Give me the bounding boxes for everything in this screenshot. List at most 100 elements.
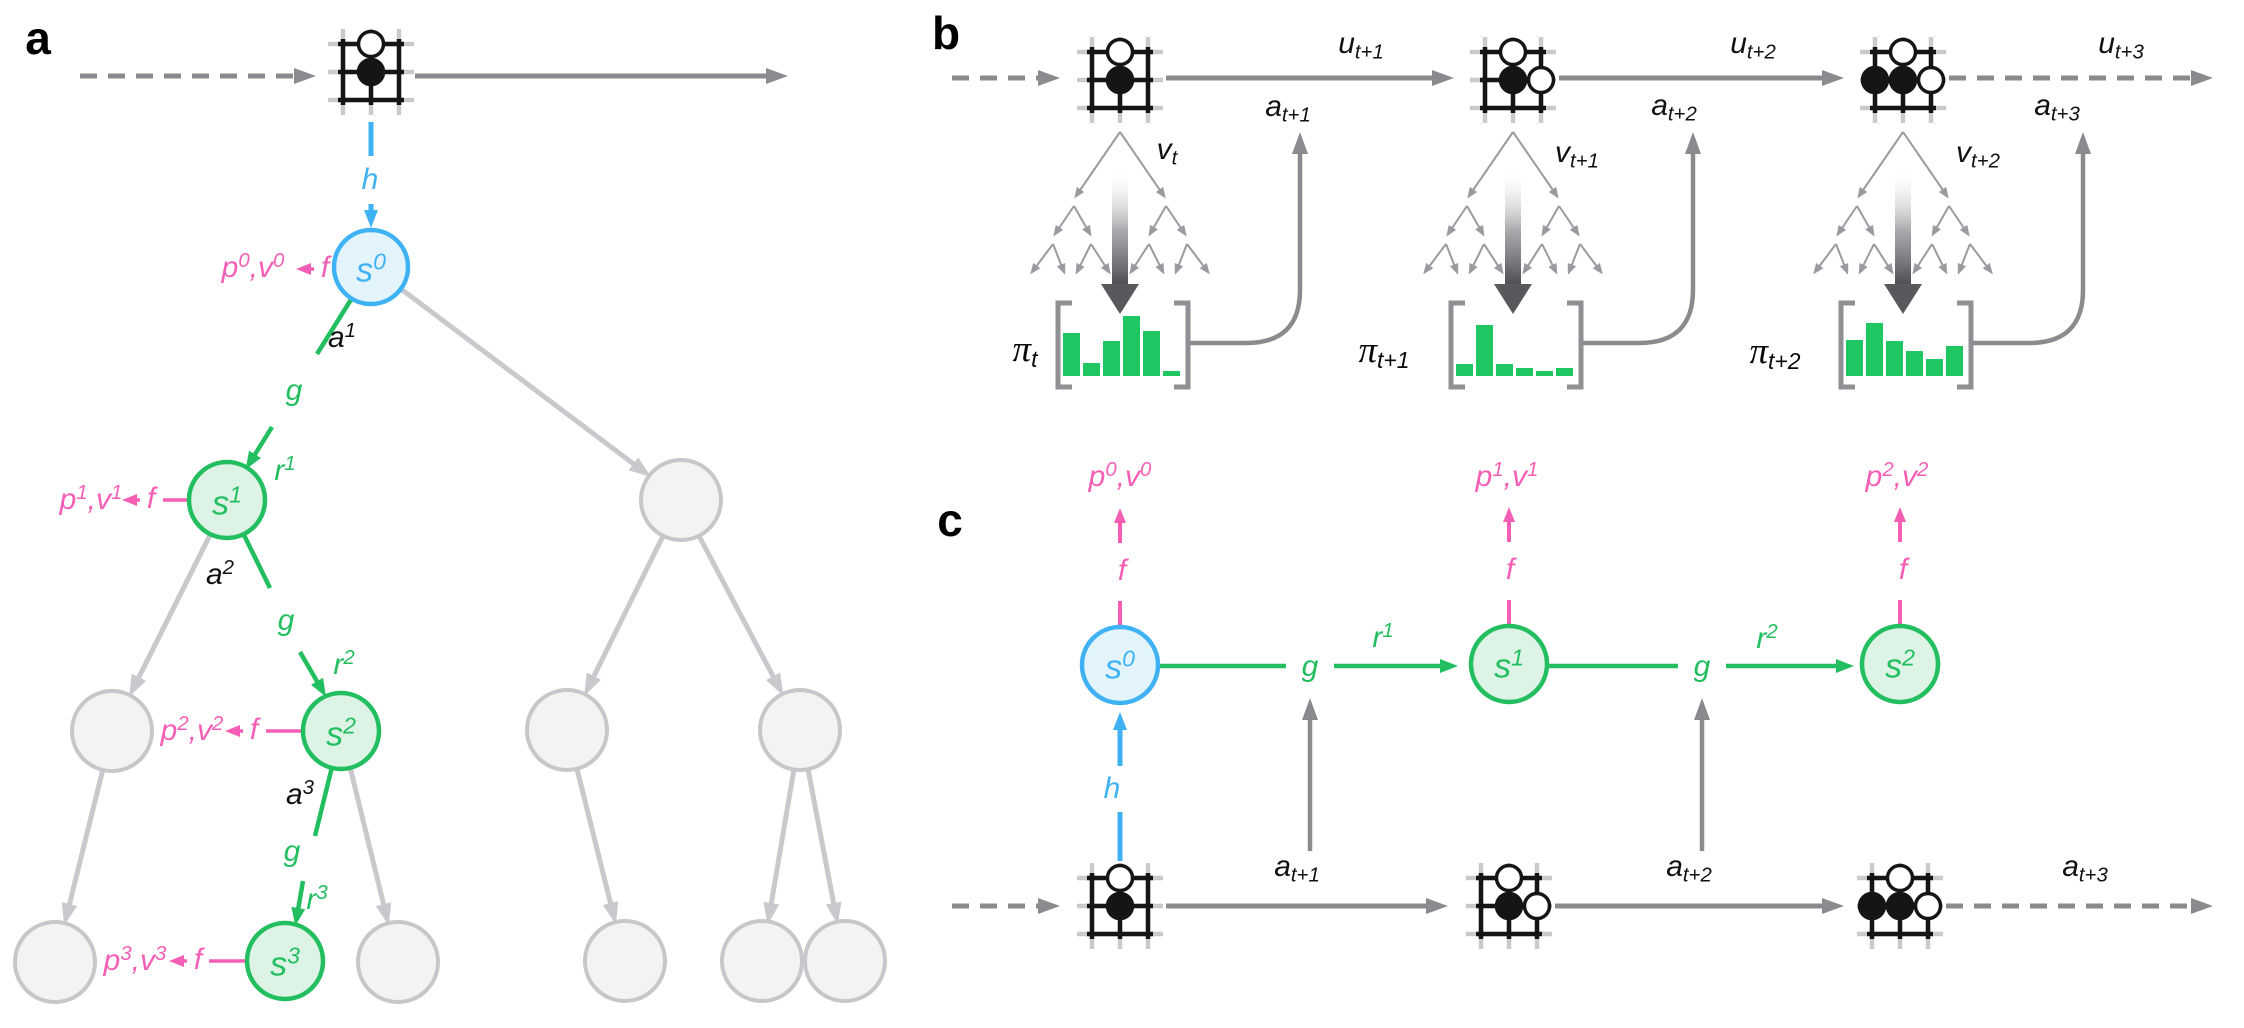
c-f-label-2: f xyxy=(1898,553,1908,586)
prediction-label-p3v3: p3,v3 xyxy=(103,942,167,978)
c-s1-label: s1 xyxy=(1494,644,1524,686)
node-c-s1 xyxy=(1468,623,1550,705)
action-label-b-at3: at+3 xyxy=(2034,88,2080,126)
value-label-vt2: vt+2 xyxy=(1956,135,2000,173)
panel-b-letter: b xyxy=(931,7,961,59)
s0-label: s0 xyxy=(356,248,386,290)
unexplored-node xyxy=(639,458,723,542)
value-label-vt: vt xyxy=(1156,132,1178,170)
policy-bars-2 xyxy=(1456,325,1573,376)
policy-bars-1 xyxy=(1063,316,1180,376)
c-s2-label: s2 xyxy=(1885,644,1915,686)
c-action-label-at1: at+1 xyxy=(1274,849,1320,887)
reward-label-r1: r1 xyxy=(274,452,296,488)
panel-c-f-arrows xyxy=(1114,507,1906,627)
prediction-label-p2v2: p2,v2 xyxy=(160,712,224,748)
policy-label-pit2: πt+2 xyxy=(1749,330,1801,375)
unexplored-node xyxy=(803,919,887,1003)
go-board-c2 xyxy=(1466,863,1552,949)
unexplored-node xyxy=(758,688,842,772)
c-prediction-label-p0v0: p0,v0 xyxy=(1088,458,1152,494)
unexplored-node xyxy=(356,920,440,1004)
action-label-b-at2: at+2 xyxy=(1651,88,1697,126)
edge-s2-s3-upper xyxy=(312,766,335,837)
g-function-label-2: g xyxy=(277,604,295,637)
edge-s0-s1-upper xyxy=(315,296,354,356)
f-function-label-1: f xyxy=(146,482,156,515)
unexplored-node xyxy=(720,919,804,1003)
panel-c-action-arrows xyxy=(1302,698,1710,851)
value-label-vt1: vt+1 xyxy=(1555,135,1599,173)
go-board-b3 xyxy=(1860,37,1946,123)
panel-c-letter: c xyxy=(937,494,963,546)
c-prediction-label-p2v2: p2,v2 xyxy=(1865,458,1929,494)
reward-label-r2: r2 xyxy=(333,646,355,682)
node-s3 xyxy=(244,920,326,1002)
edge-s1-s2-arrow xyxy=(298,650,327,697)
env-reward-label-u3: ut+3 xyxy=(2098,26,2144,64)
mcts-sketch-1 xyxy=(1030,131,1210,390)
g-function-label-1: g xyxy=(285,374,303,407)
node-s2 xyxy=(300,690,382,772)
panel-a-f-arrows xyxy=(122,263,314,967)
prediction-label-p0v0: p0,v0 xyxy=(221,249,285,285)
unexplored-node xyxy=(583,919,667,1003)
b-action-connector-2 xyxy=(1583,132,1701,346)
s2-label: s2 xyxy=(326,712,356,754)
go-board-b2 xyxy=(1470,37,1556,123)
go-board-b1 xyxy=(1077,37,1163,123)
action-label-a3: a3 xyxy=(285,776,315,812)
unexplored-node xyxy=(525,688,609,772)
action-label-b-at1: at+1 xyxy=(1265,89,1311,127)
node-c-s0 xyxy=(1079,624,1161,706)
mcts-sketch-3 xyxy=(1813,131,1993,390)
c-action-label-at2: at+2 xyxy=(1666,849,1712,887)
c-h-label: h xyxy=(1103,772,1121,805)
env-reward-label-u1: ut+1 xyxy=(1338,26,1384,64)
c-g-label-1: g xyxy=(1301,650,1319,683)
node-s0 xyxy=(331,227,411,307)
panel-a-letter: a xyxy=(25,12,51,64)
policy-bars-3 xyxy=(1846,323,1963,376)
mcts-sketch-2 xyxy=(1423,131,1603,390)
b-action-connector-3 xyxy=(1973,132,2091,346)
f-function-label-3: f xyxy=(193,943,203,976)
go-board-a xyxy=(328,29,414,115)
panel-a-green-edges xyxy=(240,296,354,926)
c-reward-label-r2: r2 xyxy=(1756,620,1778,656)
c-s0-label: s0 xyxy=(1105,645,1135,687)
c-f-label-0: f xyxy=(1117,554,1127,587)
h-function-label: h xyxy=(361,163,379,196)
f-function-label-0: f xyxy=(320,251,330,284)
b-action-connector-1 xyxy=(1190,132,1308,346)
unexplored-node xyxy=(70,689,154,773)
g-function-label-3: g xyxy=(283,835,301,868)
policy-label-pit1: πt+1 xyxy=(1358,329,1410,374)
reward-label-r3: r3 xyxy=(306,881,328,917)
c-f-label-1: f xyxy=(1505,553,1515,586)
go-board-c3 xyxy=(1857,863,1943,949)
action-label-a2: a2 xyxy=(205,556,235,592)
node-c-s2 xyxy=(1859,623,1941,705)
prediction-label-p1v1: p1,v1 xyxy=(59,481,123,517)
c-g-label-2: g xyxy=(1693,650,1711,683)
panel-b-action-connectors xyxy=(1190,132,2091,346)
panel-a-gray-subtree xyxy=(61,287,842,926)
c-action-label-at3: at+3 xyxy=(2062,849,2108,887)
edge-s1-s2-upper xyxy=(240,532,273,589)
action-label-a1: a1 xyxy=(327,319,357,355)
node-s1 xyxy=(186,459,268,541)
edge-s0-s1-arrow xyxy=(245,425,274,470)
go-board-c1 xyxy=(1077,863,1163,949)
s1-label: s1 xyxy=(212,481,242,523)
c-prediction-label-p1v1: p1,v1 xyxy=(1475,458,1539,494)
f-function-label-2: f xyxy=(249,713,259,746)
policy-label-pit: πt xyxy=(1012,328,1038,373)
panel-a-gray-nodes xyxy=(13,458,887,1004)
edge-s2-s3-arrow xyxy=(291,880,306,926)
unexplored-node xyxy=(13,920,97,1004)
env-reward-label-u2: ut+2 xyxy=(1730,26,1776,64)
s3-label: s3 xyxy=(270,942,300,984)
